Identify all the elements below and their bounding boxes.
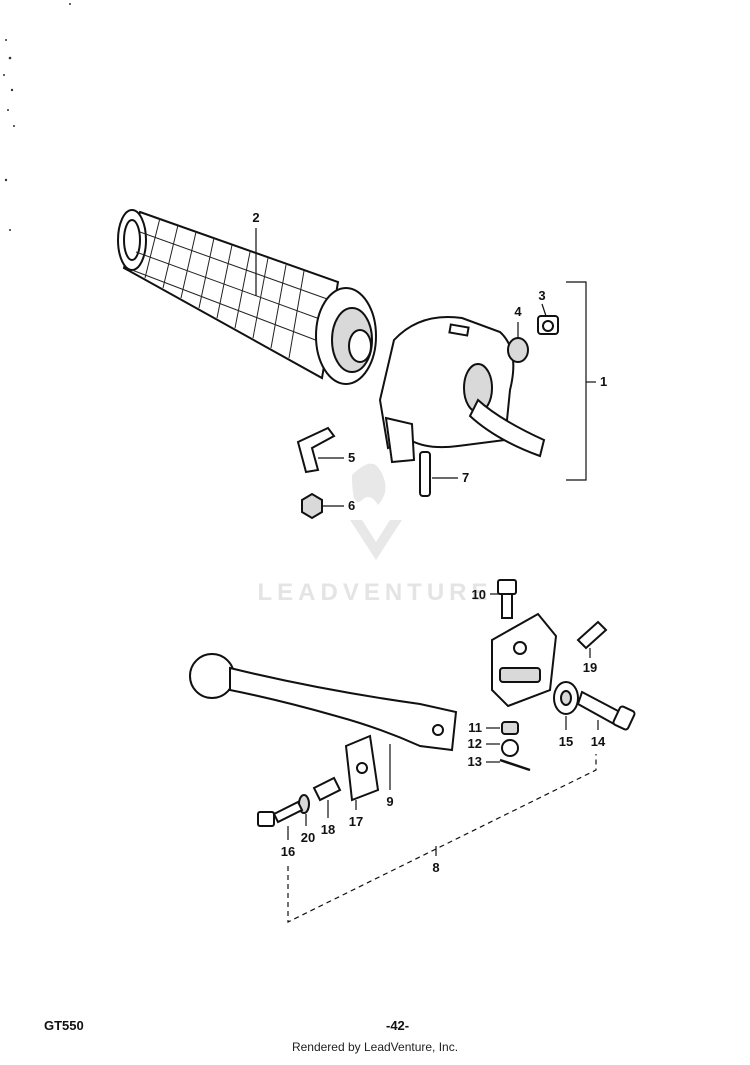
spring-part-4 [507, 322, 529, 363]
bolt-part-19 [576, 620, 608, 658]
throttle-housing-part [378, 316, 546, 464]
throttle-grip-part [117, 209, 377, 385]
scan-speckles [3, 3, 71, 231]
callout-11: 11 [468, 720, 482, 735]
callout-19: 19 [583, 660, 597, 675]
callout-20: 20 [301, 830, 315, 845]
washer-part-15 [553, 681, 579, 730]
bolt-part-14 [576, 690, 636, 731]
page-number: -42- [386, 1018, 410, 1033]
callout-9: 9 [386, 794, 393, 809]
callout-3: 3 [538, 288, 545, 303]
callout-17: 17 [349, 814, 363, 829]
nut-part-6 [301, 492, 344, 520]
bracket-8 [287, 754, 597, 923]
screw-part-3 [537, 303, 559, 335]
callout-5: 5 [348, 450, 355, 465]
callout-2: 2 [252, 210, 259, 225]
callout-8: 8 [432, 860, 439, 875]
render-credit: Rendered by LeadVenture, Inc. [291, 1040, 459, 1054]
callout-12: 12 [468, 736, 482, 751]
block-part-17 [344, 734, 380, 810]
watermark-text: LEADVENTURE [257, 579, 492, 606]
bolt-part-10 [490, 579, 517, 619]
clutch-lever-part [189, 653, 458, 790]
callout-18: 18 [321, 822, 335, 837]
lever-bracket-part [491, 612, 558, 708]
model-label: GT550 [44, 1018, 84, 1033]
collar-part-18 [312, 776, 342, 818]
callout-4: 4 [514, 304, 522, 319]
callout-13: 13 [468, 754, 482, 769]
bolt-part-16 [257, 800, 304, 840]
callout-6: 6 [348, 498, 355, 513]
bracket-1 [566, 281, 587, 481]
callout-15: 15 [559, 734, 573, 749]
small-parts-11-13 [486, 721, 531, 772]
callout-14: 14 [591, 734, 606, 749]
callout-7: 7 [462, 470, 469, 485]
clamp-part-5 [296, 426, 344, 474]
callout-16: 16 [281, 844, 295, 859]
screw-part-7 [419, 451, 458, 497]
callout-10: 10 [472, 587, 486, 602]
watermark-logo [350, 463, 402, 560]
callout-1: 1 [600, 374, 607, 389]
